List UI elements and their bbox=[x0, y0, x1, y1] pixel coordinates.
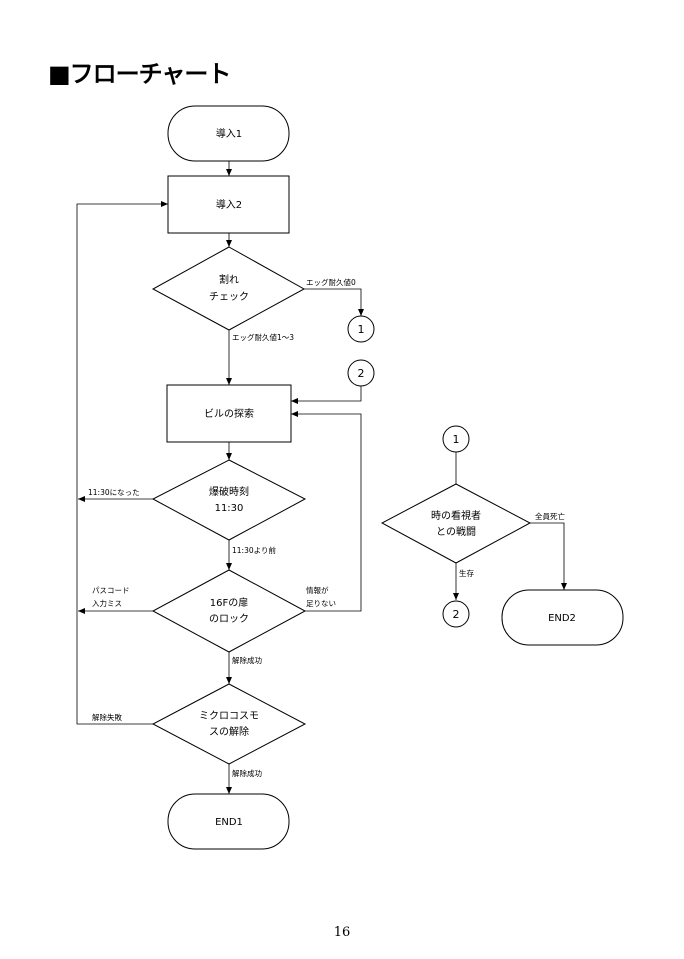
label-before-1130: 11:30より前 bbox=[232, 545, 276, 555]
node-microcosmos-line2: スの解除 bbox=[209, 725, 249, 738]
edge-watcher-end2 bbox=[530, 522, 567, 590]
node-intro2-label: 導入2 bbox=[216, 198, 242, 211]
label-unlock-fail: 解除失敗 bbox=[92, 712, 122, 722]
connector-2-out-label: 2 bbox=[453, 608, 460, 621]
flow-lines bbox=[76, 161, 567, 794]
label-survive: 生存 bbox=[459, 568, 474, 578]
label-info-lacking-line2: 足りない bbox=[306, 599, 336, 608]
connector-2-in: 2 bbox=[347, 359, 375, 387]
edge-door-explore bbox=[291, 411, 362, 612]
node-explore-label: ビルの探索 bbox=[204, 407, 254, 420]
node-door-lock-line1: 16Fの扉 bbox=[210, 596, 248, 609]
connector-1-out: 1 bbox=[347, 315, 375, 343]
edge-crack-conn1 bbox=[304, 288, 364, 316]
label-unlock-success-1: 解除成功 bbox=[232, 655, 262, 665]
node-crack-check: 割れ チェック bbox=[151, 246, 306, 331]
label-unlock-success-2: 解除成功 bbox=[232, 768, 262, 778]
label-info-lacking-line1: 情報が bbox=[306, 585, 329, 595]
connector-1-in-label: 1 bbox=[453, 433, 460, 446]
node-crack-check-line1: 割れ bbox=[219, 273, 239, 286]
node-door-lock: 16Fの扉 のロック bbox=[151, 569, 307, 653]
page-title: ■フローチャート bbox=[48, 60, 231, 88]
node-intro2: 導入2 bbox=[167, 175, 290, 234]
label-egg-one-three: エッグ耐久値1〜3 bbox=[232, 332, 294, 342]
connector-1-out-label: 1 bbox=[358, 323, 365, 336]
node-microcosmos: ミクロコスモ スの解除 bbox=[151, 683, 307, 765]
label-password-miss-line1: パスコード bbox=[92, 586, 130, 595]
node-end2: END2 bbox=[501, 589, 624, 646]
node-end1-label: END1 bbox=[215, 817, 243, 828]
node-end1: END1 bbox=[167, 793, 290, 850]
label-all-dead: 全員死亡 bbox=[535, 511, 565, 521]
node-blast-time-line1: 爆破時刻 bbox=[209, 485, 249, 498]
node-watcher-fight: 時の看視者 との戦闘 bbox=[380, 483, 532, 564]
node-crack-check-line2: チェック bbox=[209, 291, 249, 303]
node-blast-time-line2: 11:30 bbox=[215, 503, 244, 514]
edge-conn2-explore bbox=[291, 385, 362, 404]
node-door-lock-line2: のロック bbox=[209, 613, 249, 625]
label-egg-zero: エッグ耐久値0 bbox=[306, 277, 356, 287]
node-end2-label: END2 bbox=[548, 613, 576, 624]
node-explore: ビルの探索 bbox=[166, 384, 292, 443]
label-password-miss-line2: 入力ミス bbox=[92, 598, 122, 608]
node-intro1: 導入1 bbox=[167, 105, 290, 162]
connector-1-in: 1 bbox=[442, 425, 470, 453]
connector-2-out: 2 bbox=[442, 600, 470, 628]
node-watcher-fight-line2: との戦闘 bbox=[436, 525, 476, 538]
page-number: 16 bbox=[333, 925, 351, 940]
node-microcosmos-line1: ミクロコスモ bbox=[199, 710, 259, 722]
edge-labels: エッグ耐久値0 エッグ耐久値1〜3 11:30になった 11:30より前 パスコ… bbox=[88, 277, 565, 778]
label-became-1130: 11:30になった bbox=[88, 488, 140, 497]
node-watcher-fight-line1: 時の看視者 bbox=[431, 509, 481, 522]
node-intro1-label: 導入1 bbox=[216, 127, 242, 140]
edge-micro-intro2 bbox=[76, 201, 168, 725]
node-blast-time: 爆破時刻 11:30 bbox=[151, 459, 307, 541]
connector-2-in-label: 2 bbox=[358, 367, 365, 380]
